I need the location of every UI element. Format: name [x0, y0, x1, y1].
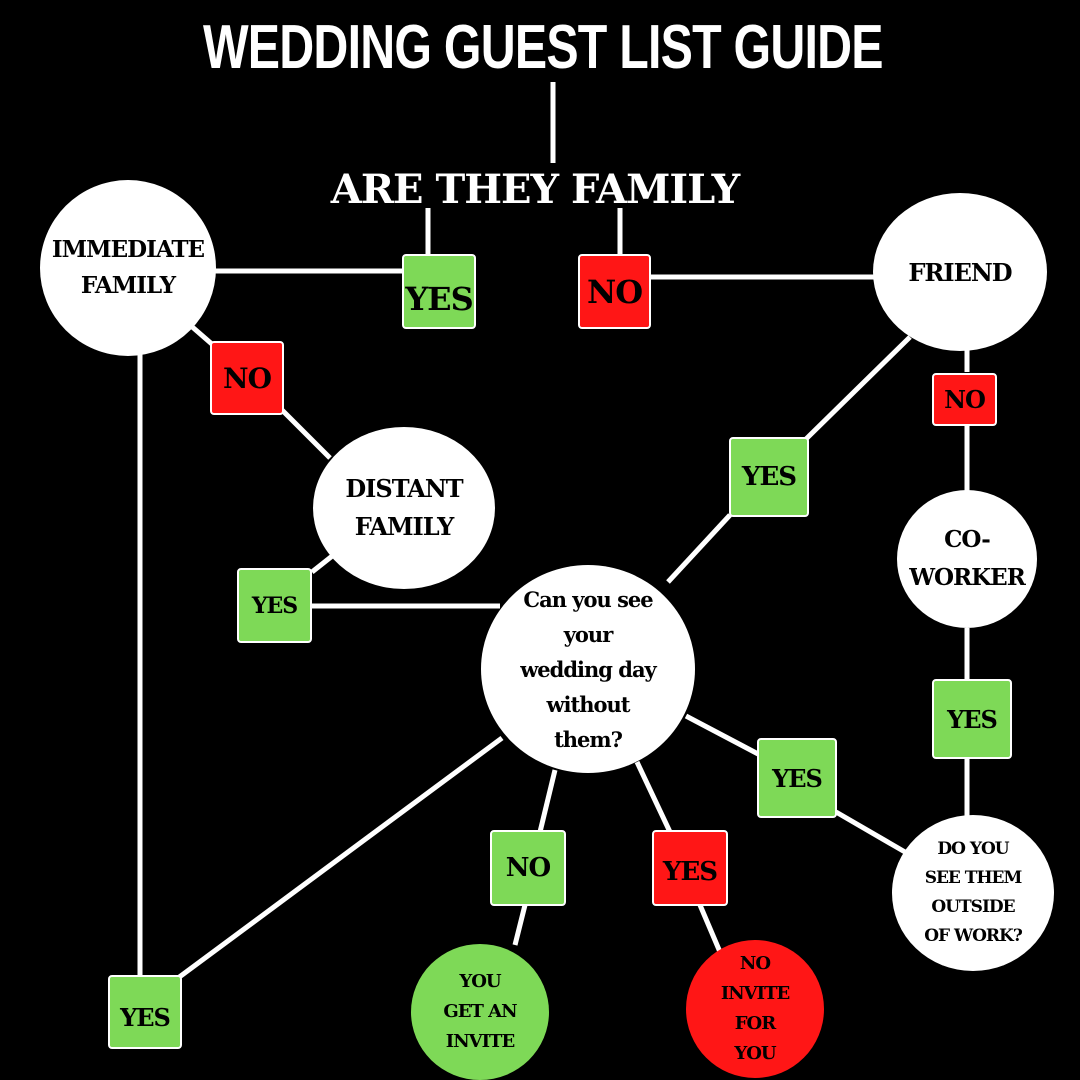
node-friend: FRIEND [873, 193, 1047, 351]
node-see-outside-work: DO YOU SEE THEM OUTSIDE OF WORK? [892, 815, 1054, 971]
node-you-get-invite: YOU GET AN INVITE [411, 944, 549, 1080]
node-label: YOU GET AN INVITE [443, 971, 517, 1052]
page-title: WEDDING GUEST LIST GUIDE [202, 13, 884, 82]
node-label: NO INVITE FOR YOU [720, 953, 790, 1064]
label-immediate-no: NO [210, 341, 284, 415]
node-distant-family: DISTANT FAMILY [313, 427, 495, 589]
node-immediate-family: IMMEDIATE FAMILY [40, 180, 216, 356]
node-label: Can you see your wedding day without the… [520, 586, 657, 752]
label-immediate-yes: YES [108, 975, 182, 1049]
node-label: IMMEDIATE FAMILY [51, 236, 205, 299]
label-see-wedding-no: NO [490, 830, 566, 906]
root-question: ARE THEY FAMILY [330, 166, 740, 213]
label-friend-no: NO [932, 373, 997, 426]
node-co-worker: CO- WORKER [897, 490, 1037, 628]
node-label: FRIEND [908, 257, 1012, 287]
node-label: DISTANT FAMILY [345, 474, 463, 541]
label-family-no: NO [578, 254, 651, 329]
node-no-invite: NO INVITE FOR YOU [686, 940, 824, 1078]
label-see-wedding-yes: YES [652, 830, 728, 906]
node-label: DO YOU SEE THEM OUTSIDE OF WORK? [924, 839, 1023, 946]
label-distant-yes: YES [237, 568, 312, 643]
node-can-you-see-wedding: Can you see your wedding day without the… [481, 565, 695, 773]
label-coworker-yes: YES [932, 679, 1012, 759]
label-outside-work-yes: YES [757, 738, 837, 818]
label-family-yes: YES [402, 254, 476, 329]
node-label: CO- WORKER [909, 526, 1026, 591]
label-friend-yes: YES [729, 437, 809, 517]
